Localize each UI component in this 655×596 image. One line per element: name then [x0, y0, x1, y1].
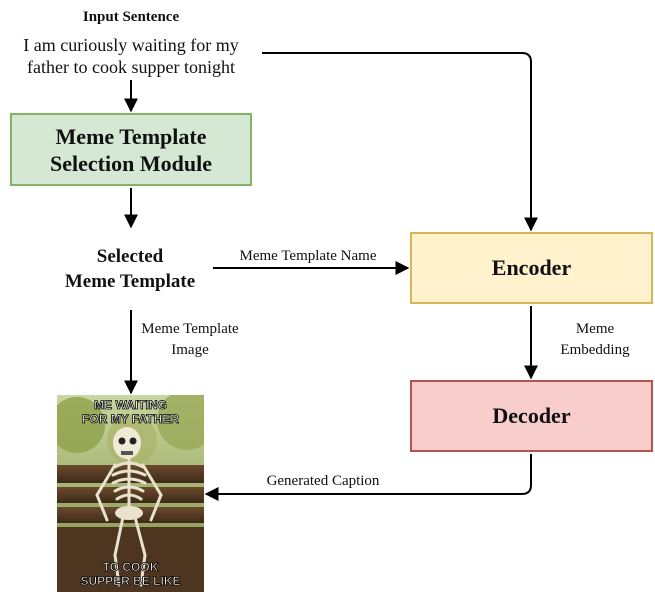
selection-module-label-line1: Meme Template: [55, 123, 207, 149]
edge-label-template-image: Meme Template Image: [134, 319, 246, 361]
edge-label-generated-caption: Generated Caption: [266, 473, 380, 489]
edge-label-embedding-line1: Meme: [575, 321, 615, 337]
input-heading: Input Sentence: [82, 9, 180, 25]
selected-template-line1: Selected: [96, 246, 164, 267]
arrow-generated-caption: [204, 454, 532, 501]
selection-module-box: Meme Template Selection Module: [10, 113, 252, 186]
encoder-label: Encoder: [491, 255, 572, 280]
edge-label-template-name: Meme Template Name: [239, 248, 377, 264]
selected-template-label: Selected Meme Template: [40, 244, 220, 294]
meme-top-text-line1: ME WAITING: [94, 398, 167, 412]
meme-top-text-line2: FOR MY FATHER: [82, 412, 179, 426]
meme-bottom-text-line1: TO COOK: [103, 560, 159, 574]
selected-template-line2: Meme Template: [64, 271, 196, 292]
input-sentence-line1: I am curiously waiting for my: [23, 35, 239, 55]
arrow-input-to-encoder: [262, 52, 538, 232]
edge-label-embedding-line2: Embedding: [560, 342, 630, 358]
edge-label-embedding: Meme Embedding: [545, 319, 645, 361]
input-sentence: I am curiously waiting for my father to …: [0, 34, 262, 78]
edge-label-template-image-line2: Image: [171, 342, 209, 358]
meme-bottom-text-line2: SUPPER BE LIKE: [80, 574, 180, 588]
decoder-box: Decoder: [410, 380, 653, 452]
decoder-label: Decoder: [492, 403, 571, 428]
meme-image: ME WAITING FOR MY FATHER TO COOK SUPPER …: [57, 395, 204, 592]
edge-label-template-image-line1: Meme Template: [141, 321, 239, 337]
encoder-box: Encoder: [410, 232, 653, 304]
selection-module-label-line2: Selection Module: [50, 150, 212, 176]
input-sentence-line2: father to cook supper tonight: [27, 57, 235, 77]
